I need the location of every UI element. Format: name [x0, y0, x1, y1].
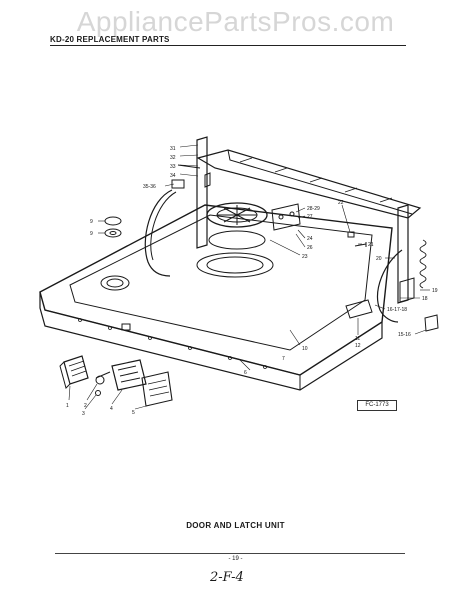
callout-23: 23	[302, 254, 308, 260]
callout-33: 33	[170, 164, 176, 170]
front-edge-holes	[78, 318, 267, 369]
top-trim-slots	[239, 157, 393, 203]
callout-20: 20	[376, 256, 382, 262]
callout-1: 1	[66, 403, 69, 409]
right-spring	[419, 239, 427, 289]
callout-10: 10	[302, 346, 308, 352]
latch-box-1	[63, 355, 89, 385]
callout-22: 22	[338, 200, 344, 206]
callout-16-17-18: 16-17-18	[387, 307, 407, 313]
callout-19: 19	[432, 288, 438, 294]
callout-21: 21	[368, 242, 374, 248]
watermark: AppliancePartsPros.com	[76, 6, 395, 37]
left-hinge-arm	[196, 136, 208, 249]
figure-caption: DOOR AND LATCH UNIT	[186, 521, 285, 530]
clip-22	[347, 231, 355, 238]
washer-lower	[104, 228, 122, 238]
callout-34: 34	[170, 173, 176, 179]
callout-6: 6	[244, 370, 247, 376]
gasket-ring	[208, 230, 266, 250]
callout-9-lower: 9	[90, 231, 93, 237]
header-rule	[50, 45, 406, 46]
callout-24: 24	[307, 236, 313, 242]
figure-code: FC-1773	[357, 400, 397, 411]
callout-9-upper: 9	[90, 219, 93, 225]
door-front-edge	[39, 292, 383, 391]
latch-part-15-16	[424, 314, 439, 332]
callout-11: 11	[355, 336, 360, 342]
latch-box-1-fins	[68, 360, 87, 377]
callout-31: 31	[170, 146, 176, 152]
callout-5: 5	[132, 410, 135, 416]
screw-21	[354, 242, 367, 247]
callout-2: 2	[84, 403, 87, 409]
hinge-cap	[171, 179, 185, 189]
latch-plate-5	[141, 371, 173, 407]
callout-3: 3	[82, 411, 85, 417]
callout-35-36: 35-36	[143, 184, 156, 190]
rinse-dispenser-recess	[100, 275, 130, 291]
latch-screw-3	[95, 390, 101, 396]
top-trim-bar	[196, 149, 422, 219]
callout-15-16: 15-16	[398, 332, 411, 338]
washer-upper	[104, 216, 122, 226]
latch-lever	[95, 371, 111, 379]
callout-7: 7	[282, 356, 285, 362]
latch-part-11	[345, 299, 373, 319]
page-number: - 19 -	[228, 556, 243, 562]
latch-switch-4	[111, 359, 147, 391]
callout-28-29: 28-29	[307, 206, 320, 212]
detergent-cup-recess	[196, 252, 274, 278]
callout-leaders	[68, 144, 430, 410]
handwritten-note: 2-F-4	[210, 570, 244, 585]
footer-rule	[55, 553, 405, 554]
callout-27: 27	[307, 214, 313, 220]
callout-26: 26	[307, 245, 313, 251]
callout-12: 12	[355, 343, 361, 349]
callout-18: 18	[422, 296, 428, 302]
door-panel-inner-rim	[69, 214, 373, 351]
front-edge-label-plate	[121, 323, 131, 331]
right-cable	[376, 249, 403, 323]
mid-bracket	[271, 203, 301, 231]
left-cable	[144, 189, 173, 277]
callout-32: 32	[170, 155, 176, 161]
right-latch-block	[399, 277, 415, 303]
page-header: KD-20 REPLACEMENT PARTS	[50, 35, 170, 44]
callout-4: 4	[110, 406, 113, 412]
